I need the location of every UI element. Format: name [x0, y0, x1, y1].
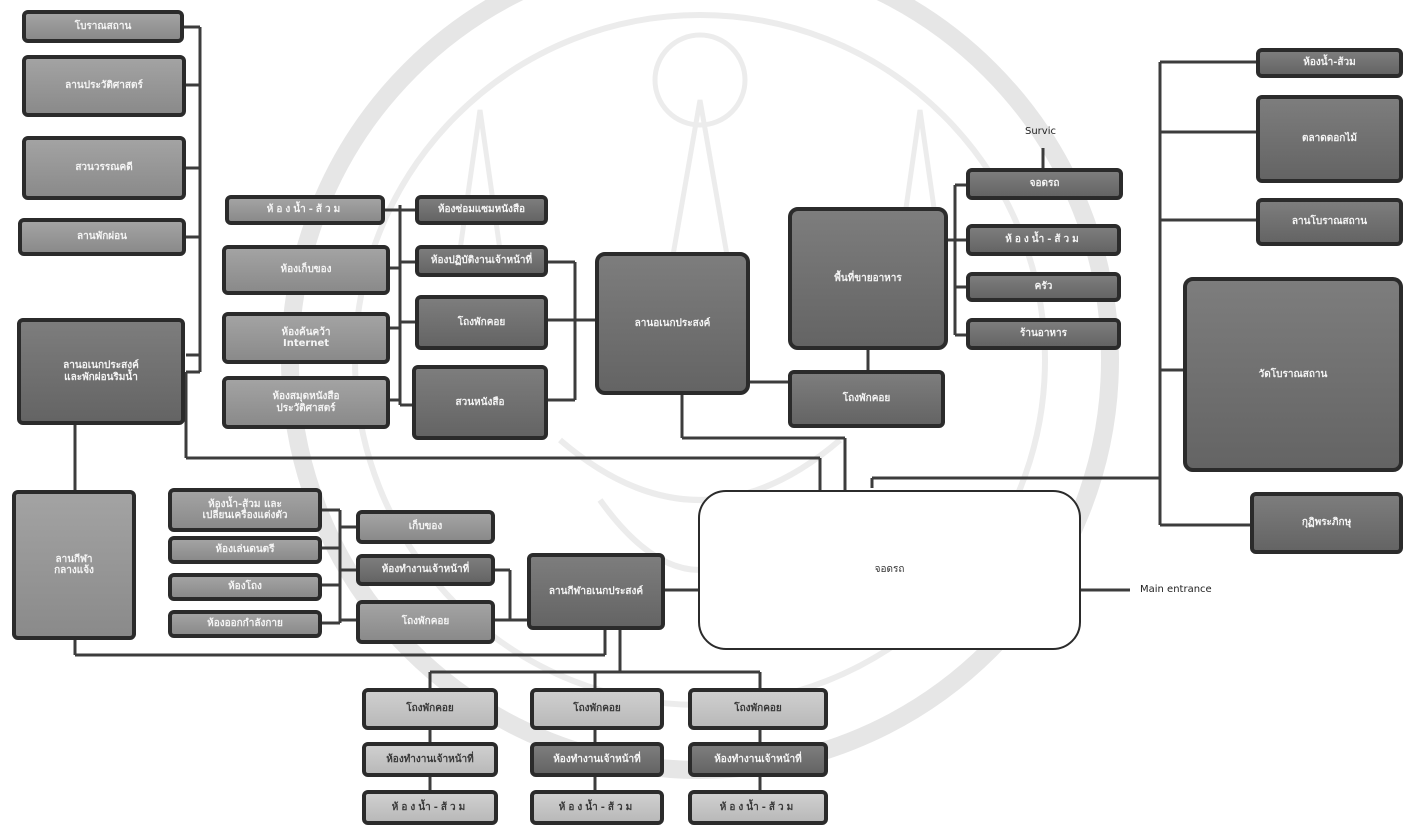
node-history-plaza: ลานประวัติศาสตร์ [22, 55, 186, 117]
node-flower-market: ตลาดดอกไม้ [1256, 95, 1403, 183]
node-history-library: ห้องสมุดหนังสือ ประวัติศาสตร์ [222, 376, 390, 429]
node-library-storage: ห้องเก็บของ [222, 245, 390, 295]
node-gym: ห้องออกกำลังกาย [168, 610, 322, 638]
node-ancient-site: โบราณสถาน [22, 10, 184, 43]
node-literature-garden: สวนวรรณคดี [22, 136, 186, 200]
node-book-garden: สวนหนังสือ [412, 365, 548, 440]
node-monk-quarters: กุฏิพระภิกษุ [1250, 492, 1403, 554]
node-library-restroom: ห้องน้ำ-ส้วม [225, 195, 385, 225]
node-service-parking: จอดรถ [966, 168, 1123, 200]
node-changing-room: ห้องน้ำ-ส้วม และ เปลี่ยนเครื่องแต่งตัว [168, 488, 322, 532]
node-bottom2-office: ห้องทำงานเจ้าหน้าที่ [530, 742, 664, 777]
service-label: Survic [1025, 126, 1056, 137]
node-game-room: ห้องโถง [168, 573, 322, 601]
node-sport-hall: ลานกีฬาอเนกประสงค์ [527, 553, 665, 630]
node-restaurant: ร้านอาหาร [966, 318, 1121, 350]
node-riverside-plaza: ลานอเนกประสงค์ และพักผ่อนริมน้ำ [17, 318, 185, 425]
node-bottom3-restroom: ห้องน้ำ-ส้วม [688, 790, 828, 825]
node-bottom1-lobby: โถงพักคอย [362, 688, 498, 730]
node-book-repair: ห้องซ่อมแซมหนังสือ [415, 195, 548, 225]
node-music-room: ห้องเล่นดนตรี [168, 536, 322, 564]
node-service-restroom: ห้องน้ำ-ส้วม [966, 224, 1121, 256]
node-relax-plaza: ลานพักผ่อน [18, 218, 186, 256]
node-main-parking: จอดรถ [698, 490, 1081, 650]
node-bottom3-office: ห้องทำงานเจ้าหน้าที่ [688, 742, 828, 777]
node-bottom2-lobby: โถงพักคอย [530, 688, 664, 730]
node-library-staff-office: ห้องปฏิบัติงานเจ้าหน้าที่ [415, 245, 548, 277]
node-sport-lobby: โถงพักคอย [356, 600, 495, 644]
node-multipurpose-hall: ลานอเนกประสงค์ [595, 252, 750, 395]
node-outdoor-sport: ลานกีฬา กลางแจ้ง [12, 490, 136, 640]
node-bottom1-restroom: ห้องน้ำ-ส้วม [362, 790, 498, 825]
node-ancient-site-plaza: ลานโบราณสถาน [1256, 198, 1403, 246]
node-bottom2-restroom: ห้องน้ำ-ส้วม [530, 790, 664, 825]
node-ancient-temple: วัดโบราณสถาน [1183, 277, 1403, 472]
node-sport-staff-office: ห้องทำงานเจ้าหน้าที่ [356, 554, 495, 586]
node-bottom1-office: ห้องทำงานเจ้าหน้าที่ [362, 742, 498, 777]
node-bottom3-lobby: โถงพักคอย [688, 688, 828, 730]
node-service-lobby: โถงพักคอย [788, 370, 945, 428]
node-kitchen: ครัว [966, 272, 1121, 302]
node-internet-room: ห้องค้นคว้า Internet [222, 312, 390, 364]
main-entrance-label: Main entrance [1140, 584, 1212, 595]
node-right-restroom: ห้องน้ำ-ส้วม [1256, 48, 1403, 78]
node-library-lobby: โถงพักคอย [415, 295, 548, 350]
node-food-area: พื้นที่ขายอาหาร [788, 207, 948, 350]
node-sport-storage: เก็บของ [356, 510, 495, 544]
